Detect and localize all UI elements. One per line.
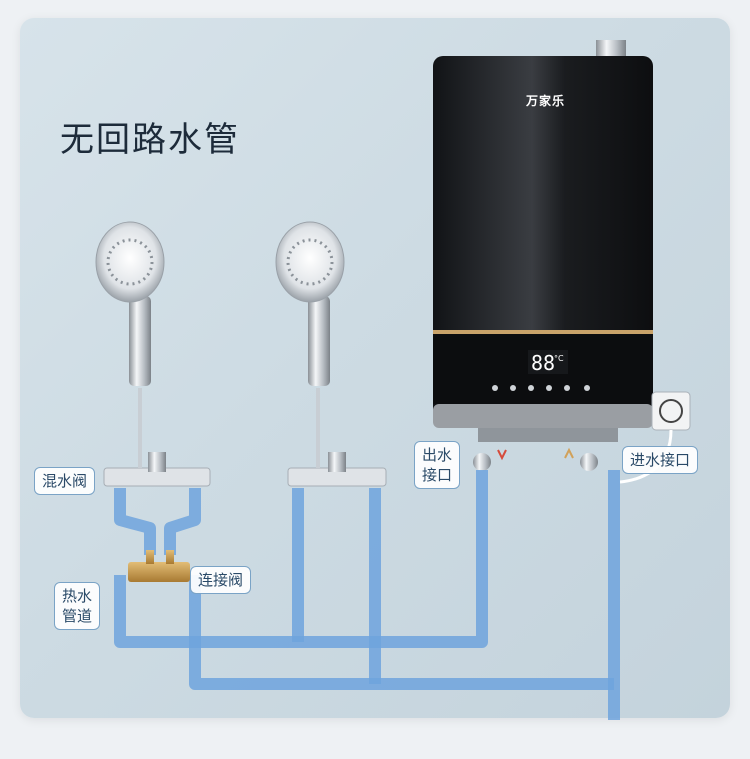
label-mix-valve: 混水阀	[34, 467, 96, 495]
label-hot-pipe-line2: 管道	[62, 607, 93, 625]
label-outlet: 出水 接口	[414, 441, 461, 489]
shower-1	[95, 221, 211, 487]
socket-plate	[651, 391, 691, 431]
cold-supply-pipe	[189, 575, 614, 690]
shower-2	[275, 221, 387, 487]
shower-handle	[129, 296, 151, 386]
display-screen	[528, 350, 568, 374]
nozzle-ring-2	[286, 238, 334, 286]
outlet-valve	[473, 453, 491, 471]
bottom-cover	[433, 404, 653, 428]
shower-head-2	[275, 221, 345, 303]
mixer-cold-branch	[164, 488, 201, 555]
display-digits: 88	[531, 351, 555, 375]
eco-icon	[528, 385, 534, 391]
page-title: 无回路水管	[60, 120, 240, 160]
plus-icon	[546, 385, 552, 391]
water-heater: 88 °C	[433, 40, 653, 471]
plug-icon	[659, 399, 683, 423]
connecting-valve	[128, 550, 190, 582]
mixer-handle-2	[328, 452, 346, 472]
minus-icon	[564, 385, 570, 391]
brass-body	[128, 562, 190, 582]
power-icon	[584, 385, 590, 391]
display-unit: °C	[554, 354, 564, 363]
hot-arrow-icon	[497, 449, 507, 461]
shower-handle-2	[308, 296, 330, 386]
label-connect-valve: 连接阀	[190, 566, 252, 594]
inlet-valve	[580, 453, 598, 471]
cold-arrow-icon	[564, 447, 574, 459]
label-outlet-line1: 出水	[422, 446, 453, 464]
bottom-fittings	[478, 428, 618, 442]
label-outlet-line2: 接口	[422, 466, 453, 484]
brand-logo: 万家乐	[526, 94, 566, 108]
pipe-network	[114, 470, 620, 720]
shower-head	[95, 221, 165, 303]
mode-icon	[492, 385, 498, 391]
bath-icon	[510, 385, 516, 391]
label-hot-pipe-line1: 热水	[62, 587, 93, 605]
control-buttons	[492, 385, 590, 391]
nozzle-ring	[106, 238, 154, 286]
flue-pipe	[596, 40, 626, 58]
mixer-handle	[148, 452, 166, 472]
mixer-hot-branch	[114, 488, 156, 555]
label-inlet: 进水接口	[622, 446, 699, 474]
label-hot-pipe: 热水 管道	[54, 582, 101, 630]
accent-strip	[433, 330, 653, 334]
